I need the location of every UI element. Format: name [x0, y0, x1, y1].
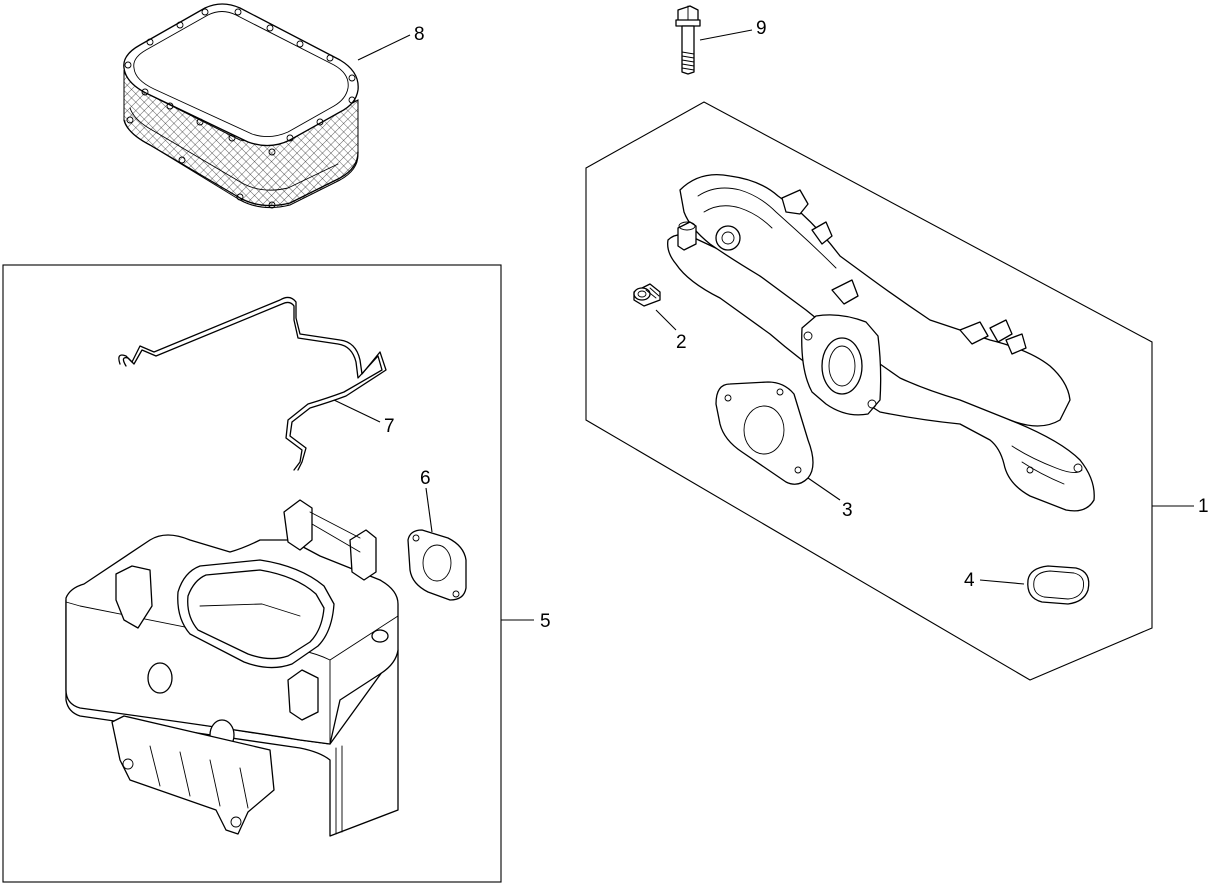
callout-9: 9 [756, 18, 767, 39]
callout-7: 7 [384, 416, 395, 437]
leader-6 [425, 487, 433, 533]
leader-4 [979, 579, 1025, 585]
air-cleaner-gasket [407, 529, 467, 601]
kit-box-5 [2, 264, 502, 883]
retaining-wire-clip [118, 296, 387, 471]
leader-3 [807, 477, 841, 501]
bolt [675, 5, 701, 75]
manifold-gasket [715, 381, 814, 485]
callout-5: 5 [540, 611, 551, 632]
kit-box-1 [585, 101, 1153, 681]
callout-8: 8 [414, 24, 425, 45]
air-filter-element [123, 3, 359, 209]
intake-manifold [667, 173, 1095, 512]
leader-8 [357, 34, 411, 61]
callout-2: 2 [676, 332, 687, 353]
leader-2 [655, 309, 677, 331]
callout-3: 3 [842, 500, 853, 521]
vacuum-fitting [633, 283, 661, 307]
leader-9 [699, 29, 753, 41]
leader-7 [333, 399, 381, 423]
callout-1: 1 [1198, 496, 1209, 517]
air-cleaner-base [65, 499, 399, 837]
callout-6: 6 [420, 468, 431, 489]
callout-4: 4 [964, 570, 975, 591]
o-ring-seal [1027, 565, 1090, 605]
